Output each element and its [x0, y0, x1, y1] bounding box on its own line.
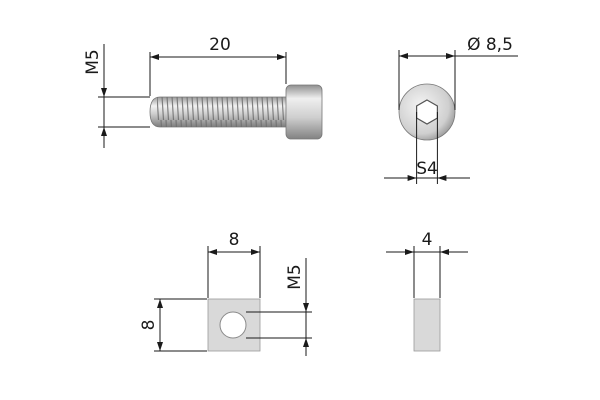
screw-head — [285, 84, 323, 140]
nut-height-label: 8 — [139, 320, 159, 331]
nut-thickness-arrow-left — [405, 249, 414, 255]
diameter-arrow-left — [399, 53, 408, 59]
nut-side-body — [413, 298, 441, 352]
nut-thread-label: M5 — [285, 264, 305, 289]
socket-size-label: S4 — [416, 159, 438, 179]
nut-threaded-hole — [219, 311, 247, 339]
screw-side-view: 20 M5 — [83, 35, 323, 148]
nut-thread-arrow-bottom — [303, 338, 309, 347]
diameter-arrow-right — [446, 53, 455, 59]
screw-head-top — [398, 83, 456, 141]
nut-height-arrow-bottom — [157, 342, 163, 351]
nut-height-arrow-top — [157, 299, 163, 308]
nut-thread-arrow-top — [303, 303, 309, 312]
nut-front-view: 8 8 M5 — [139, 230, 312, 356]
nut-width-arrow-left — [208, 249, 217, 255]
nut-width-arrow-right — [251, 249, 260, 255]
screw-end-view: Ø 8,5 S4 — [384, 35, 518, 184]
nut-side-view: 4 — [386, 230, 468, 352]
screw-shank — [149, 96, 289, 128]
socket-arrow-left — [407, 175, 417, 181]
hex-socket-icon — [416, 99, 438, 125]
nut-thickness-label: 4 — [422, 230, 433, 250]
thread-arrow-top — [101, 88, 107, 97]
nut-thickness-arrow-right — [440, 249, 449, 255]
screw-length-label: 20 — [209, 35, 231, 55]
head-diameter-label: Ø 8,5 — [467, 35, 513, 55]
nut-width-label: 8 — [229, 230, 240, 250]
thread-arrow-bottom — [101, 127, 107, 136]
length-arrow-left — [150, 54, 159, 60]
length-arrow-right — [277, 54, 286, 60]
socket-arrow-right — [437, 175, 447, 181]
screw-thread-label: M5 — [83, 49, 103, 74]
